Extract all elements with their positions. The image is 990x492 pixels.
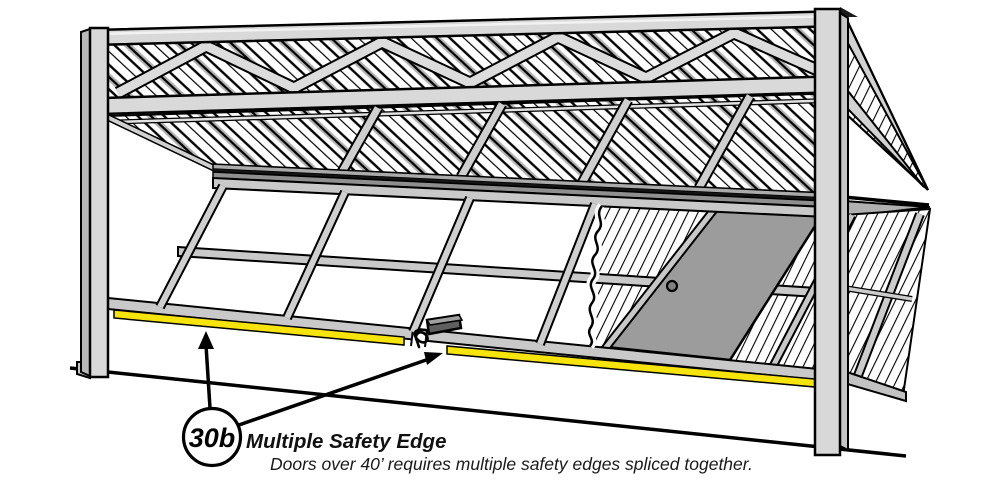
safety-edge-left — [113, 309, 405, 346]
truss-braces — [115, 28, 824, 97]
splice-box-top — [425, 314, 464, 326]
callout-number: 30b — [189, 423, 236, 453]
callout-description: Doors over 40’ requires multiple safety … — [270, 454, 753, 474]
callout-circle — [181, 406, 243, 468]
splice-junction — [413, 313, 464, 349]
arrow-left-shaft — [204, 344, 212, 409]
door-grid-mullions — [155, 183, 600, 346]
door-receding-face — [843, 207, 932, 403]
arrow-splice-head — [424, 352, 443, 365]
panel-left-frame — [602, 205, 718, 352]
receding-dark-gap — [843, 195, 930, 207]
splice-wire — [413, 328, 435, 349]
truss-receding-wedge — [842, 13, 929, 191]
upper-band-studs — [337, 93, 755, 191]
break-line — [584, 203, 606, 349]
door-top-left-edge — [106, 115, 219, 172]
right-post-cap — [840, 7, 858, 17]
left-post — [76, 26, 110, 380]
callout: 30b Multiple Safety Edge Doors over 40’ … — [181, 331, 753, 474]
door-knob — [665, 279, 679, 293]
arrow-splice-shaft — [235, 357, 430, 428]
right-post — [813, 7, 858, 457]
upper-band-rail — [115, 98, 845, 124]
door-upper-band — [105, 91, 845, 201]
arrow-left-head — [198, 331, 214, 349]
door-top-edge-band — [212, 163, 849, 209]
callout-title: Multiple Safety Edge — [246, 430, 446, 453]
